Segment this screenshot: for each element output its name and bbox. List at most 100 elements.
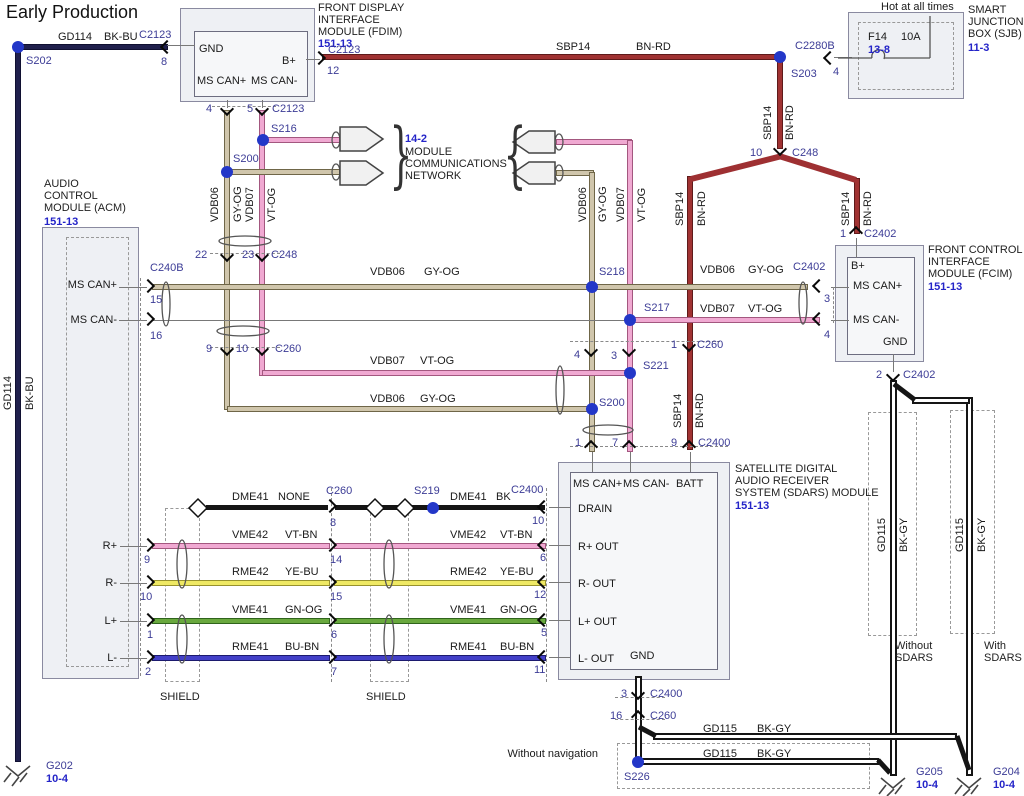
pin-8-c260: 8	[330, 517, 337, 529]
arrow-c260-pin14-icon	[322, 537, 338, 553]
wire-label-vtog-h3: VT-OG	[420, 355, 455, 367]
pin-1-acm: 1	[147, 629, 154, 641]
sjb-hot-label: Hot at all times	[881, 1, 954, 13]
wire-label-vtog-v1: VT-OG	[266, 187, 278, 222]
pin-12: 12	[327, 65, 340, 77]
ground-icon-g204	[954, 777, 982, 796]
arrow-c2400-pin5-icon	[536, 612, 552, 628]
arrow-c2402-pin1-icon	[848, 225, 864, 241]
pin-10-c248: 10	[750, 147, 763, 159]
connector-label-c2400-bottom: C2400	[650, 688, 683, 700]
pin-3-c2400: 3	[621, 688, 628, 700]
connector-c2400-top-dash	[570, 446, 728, 447]
fcim-pin-mscanp: MS CAN+	[853, 280, 903, 292]
sdars-module-inner-box	[570, 472, 718, 670]
ref-g204: 10-4	[993, 779, 1016, 791]
connector-label-c2123: C2123	[139, 29, 172, 41]
wire-label-vdb06-v1: VDB06	[209, 187, 221, 222]
wire-label-bkgy-v2: BK-GY	[976, 517, 988, 552]
wire-label-none: NONE	[278, 491, 310, 503]
fcim-title: FRONT CONTROL INTERFACE MODULE (FCIM)	[928, 244, 1023, 280]
wire-vdb07-lower	[262, 370, 632, 376]
splice-label-s217: S217	[644, 302, 670, 314]
wire-label-gnog-l: GN-OG	[285, 604, 323, 616]
wire-gd115-upper	[653, 733, 957, 740]
acm-pin-ln: L-	[107, 652, 117, 664]
sdars-pin-batt: BATT	[676, 478, 704, 490]
splice-s221	[624, 367, 636, 379]
wire-gd115-branch-top	[912, 397, 970, 404]
wire-vdb07-vertical-left	[259, 110, 265, 376]
arrow-c260-pin8-icon	[322, 498, 338, 514]
wire-vdb06-to-network	[227, 169, 340, 175]
pin-3-c260r: 3	[611, 350, 618, 362]
wire-label-bkgy-d: BK-GY	[757, 748, 792, 760]
arrow-c260-pin4-icon	[583, 342, 599, 358]
wire-mscanminus-lead	[152, 320, 638, 321]
wire-label-sbp14-v1: SBP14	[762, 105, 774, 140]
wire-label-vtog-h2: VT-OG	[748, 303, 783, 315]
sjb-fuse-ref: 13-8	[868, 44, 891, 56]
arrow-c260-pin10-icon	[254, 341, 270, 357]
wire-rme41-left	[152, 655, 330, 661]
splice-label-s221: S221	[643, 360, 669, 372]
wire-label-vdb07-h2: VDB07	[700, 303, 735, 315]
wire-label-yebu-l: YE-BU	[285, 566, 319, 578]
wire-vdb07-mscanminus	[634, 317, 820, 323]
wire-vme42-left	[152, 543, 330, 549]
connector-label-c260-bottom: C260	[650, 710, 677, 722]
with-sdars-label: With SDARS	[984, 640, 1022, 664]
connector-c2402-dash	[833, 287, 834, 323]
splice-label-s202: S202	[26, 55, 52, 67]
network-brace-close: }	[389, 112, 413, 196]
pin-16-c260: 16	[610, 710, 623, 722]
splice-s200-mid	[586, 403, 598, 415]
connector-label-c2280b: C2280B	[795, 40, 835, 52]
sdars-pin-rpout: R+ OUT	[578, 541, 619, 553]
wire-label-bkbu-v: BK-BU	[24, 376, 36, 410]
wire-label-bkbu: BK-BU	[104, 31, 138, 43]
wire-label-gd115-v2: GD115	[954, 517, 966, 552]
wire-label-vdb06-h4: VDB06	[370, 393, 405, 405]
fdim-pin-gnd: GND	[199, 43, 224, 55]
shield-label-left: SHIELD	[160, 691, 200, 703]
wire-label-bnrd-v4: BN-RD	[694, 393, 706, 428]
arrow-c2400-pin12-icon	[536, 574, 552, 590]
sjb-fuse-f14: F14	[868, 31, 887, 43]
wire-vdb06-vertical-mid	[589, 172, 595, 452]
sjb-fuse-amps: 10A	[901, 31, 921, 43]
wire-vme41-left	[152, 618, 330, 624]
arrow-c248-pin10-icon	[772, 141, 788, 157]
acm-ref: 151-13	[44, 216, 79, 228]
pin-3-c2402: 3	[824, 293, 831, 305]
sdars-pin-gnd: GND	[630, 650, 655, 662]
sdars-pin-rnout: R- OUT	[578, 578, 616, 590]
shield-label-right: SHIELD	[366, 691, 406, 703]
pin-10-c2400: 10	[532, 515, 545, 527]
sbp14-split-diagonals	[690, 153, 857, 183]
sdars-title: SATELLITE DIGITAL AUDIO RECEIVER SYSTEM …	[735, 463, 879, 499]
acm-canp-lead	[119, 287, 147, 288]
arrow-c260-pin3-icon	[621, 342, 637, 358]
wire-vdb07-from-network	[556, 139, 632, 145]
fcim-ref: 151-13	[928, 281, 963, 293]
pin-9-c2400: 9	[671, 437, 678, 449]
fcim-pin-mscann: MS CAN-	[853, 314, 900, 326]
wire-rme42-left	[152, 580, 330, 586]
pin-4-c260r: 4	[574, 349, 581, 361]
wire-label-gd114-v: GD114	[2, 375, 14, 410]
wire-label-bnrd: BN-RD	[636, 41, 671, 53]
arrow-c2400-pin11-icon	[536, 649, 552, 665]
sdars-ref: 151-13	[735, 500, 770, 512]
sdars-rnout-lead	[549, 582, 570, 583]
wire-label-sbp14-v2: SBP14	[674, 191, 686, 226]
arrow-c2400-pin1-icon	[583, 439, 599, 455]
connector-c260-left-dash	[210, 347, 280, 348]
splice-s218	[586, 281, 598, 293]
sdars-pin-mscanp: MS CAN+	[573, 478, 623, 490]
arrow-c260-pin15-icon	[322, 574, 338, 590]
ground-icon-g202	[3, 765, 31, 787]
arrow-c2400-pin10-icon	[536, 499, 552, 515]
fcim-canp-lead	[831, 287, 849, 288]
wire-vme42-right	[334, 543, 546, 549]
